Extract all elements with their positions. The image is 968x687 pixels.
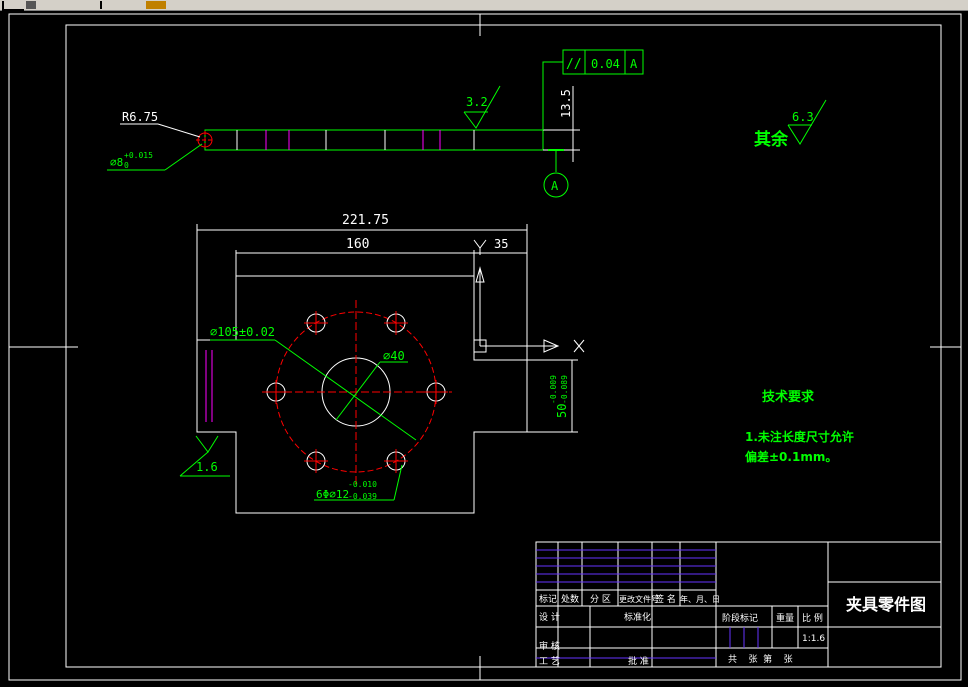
tech-req-line1: 1.未注长度尺寸允许: [745, 429, 854, 444]
review-label: 审 核: [539, 640, 560, 652]
holes-label: 6Φ⌀12: [316, 488, 349, 501]
title-block: 标记 处数 分 区 更改文件号 签 名 年、月、日 设 计 标准化 审 核 工 …: [535, 541, 942, 668]
pen-icon[interactable]: [100, 1, 112, 9]
part-name: 夹具零件图: [846, 595, 926, 614]
hole-tol: +0.015: [124, 151, 153, 160]
center-hole-label: ⌀40: [383, 349, 405, 363]
cad-toolbar: [0, 0, 968, 11]
width-tol-up: -0.009: [549, 375, 558, 404]
col-count: 处数: [561, 593, 579, 605]
approve-label: 批 准: [628, 655, 649, 667]
roughness-symbol-other: [787, 99, 827, 145]
bolt-hole-crosses: [264, 311, 448, 473]
radius-label: R6.75: [122, 110, 158, 124]
tech-req-title: 技术要求: [762, 389, 815, 405]
arrow-icon[interactable]: [2, 1, 14, 11]
col-date: 年、月、日: [680, 594, 720, 604]
centering-marks: [9, 14, 961, 680]
hidden-hole-lines: [265, 130, 441, 150]
layer-icon[interactable]: [26, 1, 36, 9]
datum-marker: [543, 149, 569, 198]
sheets-label: 共 张 第 张: [728, 653, 793, 665]
roughness-symbol-front: [179, 435, 230, 477]
width-label: 50: [555, 404, 569, 418]
fcf-datum: A: [630, 57, 638, 71]
ucs-icon: [473, 239, 585, 353]
bolt-circle-label: ⌀105±0.02: [210, 325, 275, 339]
roughness-front: 1.6: [196, 460, 218, 474]
tech-requirements: 技术要求 1.未注长度尺寸允许 偏差±0.1mm。: [745, 389, 854, 464]
width-dim-lines: [527, 359, 578, 433]
flag-icon[interactable]: [146, 1, 166, 9]
hole-tol-low: 0: [124, 161, 129, 170]
col-mark: 标记: [539, 593, 557, 605]
title-block-frame: [535, 541, 942, 668]
inner-frame: [65, 24, 942, 668]
fcf-value: 0.04: [591, 57, 620, 71]
roughness-symbol-top: [463, 85, 501, 129]
standard-label: 标准化: [624, 611, 651, 623]
front-view: 221.75 160 35: [179, 213, 585, 514]
other-roughness: 其余 6.3: [754, 99, 827, 150]
width-tol-low: -0.089: [560, 375, 569, 404]
cad-drawing[interactable]: R6.75 ⌀8 +0.015 0 3.2 13.5 // 0.04 A: [0, 10, 968, 687]
stage-label: 阶段标记: [722, 612, 758, 624]
scale-value: 1:1.6: [802, 634, 825, 644]
tech-req-line2: 偏差±0.1mm。: [745, 449, 837, 464]
dim-160: 160: [346, 237, 369, 252]
plate-outline: [204, 129, 544, 151]
hidden-lines-left: [205, 350, 213, 422]
process-label: 工 艺: [539, 656, 560, 667]
thickness-label: 13.5: [559, 89, 573, 118]
feature-control-frame: [542, 49, 644, 130]
revision-grid: [536, 549, 759, 659]
datum-label: A: [551, 179, 559, 193]
dim-160-lines: [235, 250, 475, 276]
dim-overall-lines: [196, 224, 528, 360]
col-zone: 分 区: [590, 594, 611, 605]
plate-section-lines: [236, 130, 475, 150]
dim-35: 35: [494, 237, 508, 251]
col-doc: 更改文件号: [619, 594, 659, 604]
top-view: R6.75 ⌀8 +0.015 0 3.2 13.5 // 0.04 A: [107, 49, 644, 198]
holes-tol-up: -0.010: [348, 480, 377, 489]
col-sign: 签 名: [655, 593, 676, 605]
other-roughness-value: 6.3: [792, 110, 814, 124]
cursor-icon[interactable]: [14, 1, 24, 11]
dim-overall: 221.75: [342, 213, 389, 228]
other-roughness-label: 其余: [754, 129, 789, 150]
weight-label: 重量: [776, 612, 794, 624]
fcf-symbol: //: [566, 57, 582, 72]
part-outline: [196, 275, 528, 514]
scale-header: 比 例: [802, 612, 823, 624]
holes-tol-low: -0.039: [348, 492, 377, 501]
hole-label: ⌀8: [110, 156, 123, 169]
roughness-top: 3.2: [466, 95, 488, 109]
design-label: 设 计: [539, 611, 560, 623]
